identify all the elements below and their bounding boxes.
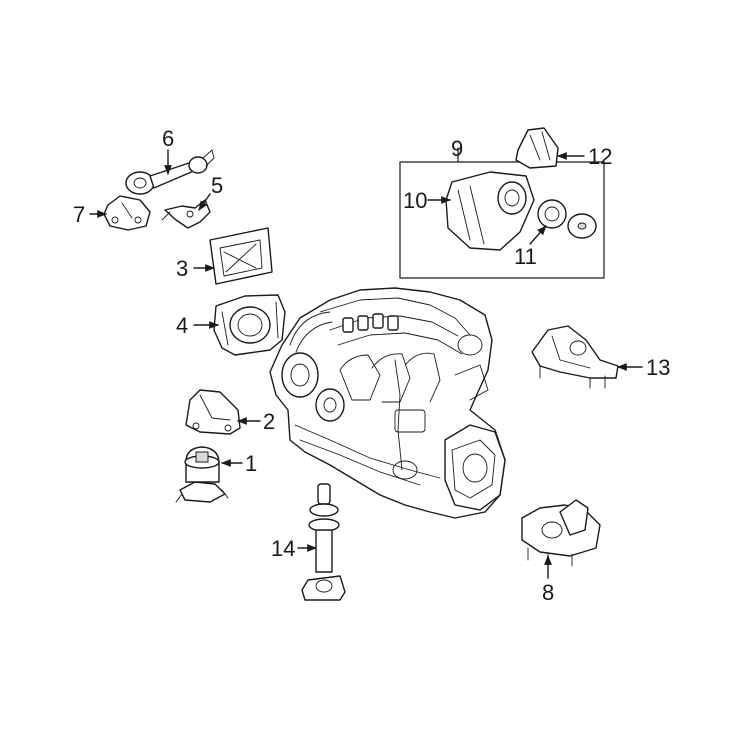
callout-numbers: 1 2 3 4 5 6 7 8 9 10 11 12 13 14 — [73, 126, 670, 605]
callout-4: 4 — [176, 313, 188, 338]
arrow-5 — [198, 193, 211, 211]
callout-1: 1 — [245, 451, 257, 476]
engine-assembly-illustration — [269, 287, 506, 519]
leader-arrows — [89, 149, 643, 579]
callout-11: 11 — [514, 244, 537, 269]
callout-14: 14 — [271, 536, 295, 561]
kit-9-box — [399, 161, 605, 279]
callout-13: 13 — [646, 355, 670, 380]
mount-housing-4-part — [213, 294, 286, 356]
mount-bracket-13-part — [531, 325, 619, 389]
mount-bracket-7-part — [103, 195, 151, 231]
damper-14-part — [301, 483, 346, 601]
insulator-11-part — [537, 199, 597, 239]
callout-5: 5 — [211, 173, 223, 198]
callout-12: 12 — [588, 144, 612, 169]
callout-7: 7 — [73, 202, 85, 227]
insulator-housing-10-part — [445, 171, 535, 251]
torque-rod-part — [125, 149, 215, 195]
mount-cover-12-part — [515, 127, 559, 169]
callout-10: 10 — [403, 188, 427, 213]
callout-6: 6 — [162, 126, 174, 151]
callout-8: 8 — [542, 580, 554, 605]
insulator-plate-3-part — [209, 227, 273, 285]
mount-bracket-2-part — [185, 389, 241, 435]
callout-9: 9 — [451, 136, 463, 161]
callout-2: 2 — [263, 409, 275, 434]
engine-mount-1-part — [175, 446, 229, 503]
transmission-mount-8-part — [521, 499, 601, 567]
callout-3: 3 — [176, 256, 188, 281]
arrow-11 — [529, 225, 547, 245]
